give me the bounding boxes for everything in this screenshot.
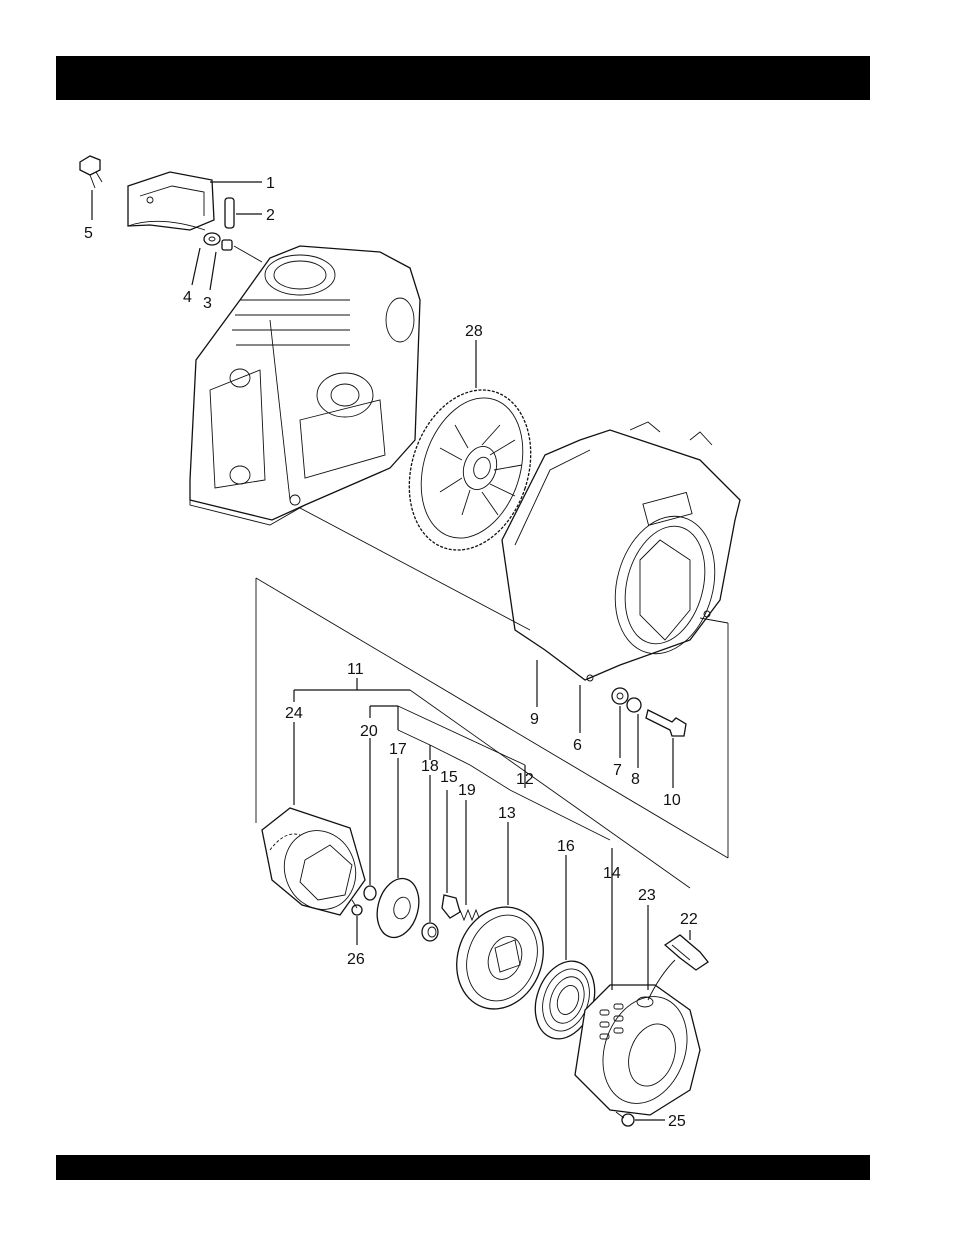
callout-6: 6 xyxy=(573,737,582,754)
part-10-bolt xyxy=(646,710,686,788)
part-7-washer xyxy=(612,688,628,758)
part-8-spacer xyxy=(627,698,641,768)
engine-crankcase xyxy=(190,246,420,525)
callout-7: 7 xyxy=(613,762,622,779)
callout-20: 20 xyxy=(360,723,378,740)
callout-18: 18 xyxy=(421,758,439,775)
callout-10: 10 xyxy=(663,792,681,809)
callout-11: 11 xyxy=(347,661,364,678)
callout-2: 2 xyxy=(266,207,275,224)
callout-4: 4 xyxy=(183,289,192,306)
part-26-bolt xyxy=(352,900,362,945)
part-19-spring xyxy=(460,800,480,920)
part-15-ratchet xyxy=(442,790,460,918)
callout-17: 17 xyxy=(389,741,407,758)
part-2-pin xyxy=(225,198,262,228)
callout-5: 5 xyxy=(84,225,93,242)
callout-15: 15 xyxy=(440,769,458,786)
callout-22: 22 xyxy=(680,911,698,928)
callout-13: 13 xyxy=(498,805,516,822)
callout-12: 12 xyxy=(516,771,534,788)
callout-9: 9 xyxy=(530,711,539,728)
part-18-bushing xyxy=(422,775,438,941)
callout-16: 16 xyxy=(557,838,575,855)
callout-28: 28 xyxy=(465,323,483,340)
callout-8: 8 xyxy=(631,771,640,788)
part-1-bracket xyxy=(128,172,262,230)
callout-25: 25 xyxy=(668,1113,686,1130)
part-24-starter-cup xyxy=(262,722,367,920)
part-20-screw xyxy=(364,738,376,900)
callout-1: 1 xyxy=(266,175,275,192)
callout-23: 23 xyxy=(638,887,656,904)
callout-26: 26 xyxy=(347,951,365,968)
callout-19: 19 xyxy=(458,782,476,799)
fan-shroud-housing xyxy=(502,422,740,681)
callout-24: 24 xyxy=(285,705,303,722)
part-5-bolt xyxy=(80,156,102,220)
callout-3: 3 xyxy=(203,295,212,312)
part-17-friction-plate xyxy=(371,758,425,942)
part-4-washer xyxy=(192,233,220,285)
callout-14: 14 xyxy=(603,865,621,882)
